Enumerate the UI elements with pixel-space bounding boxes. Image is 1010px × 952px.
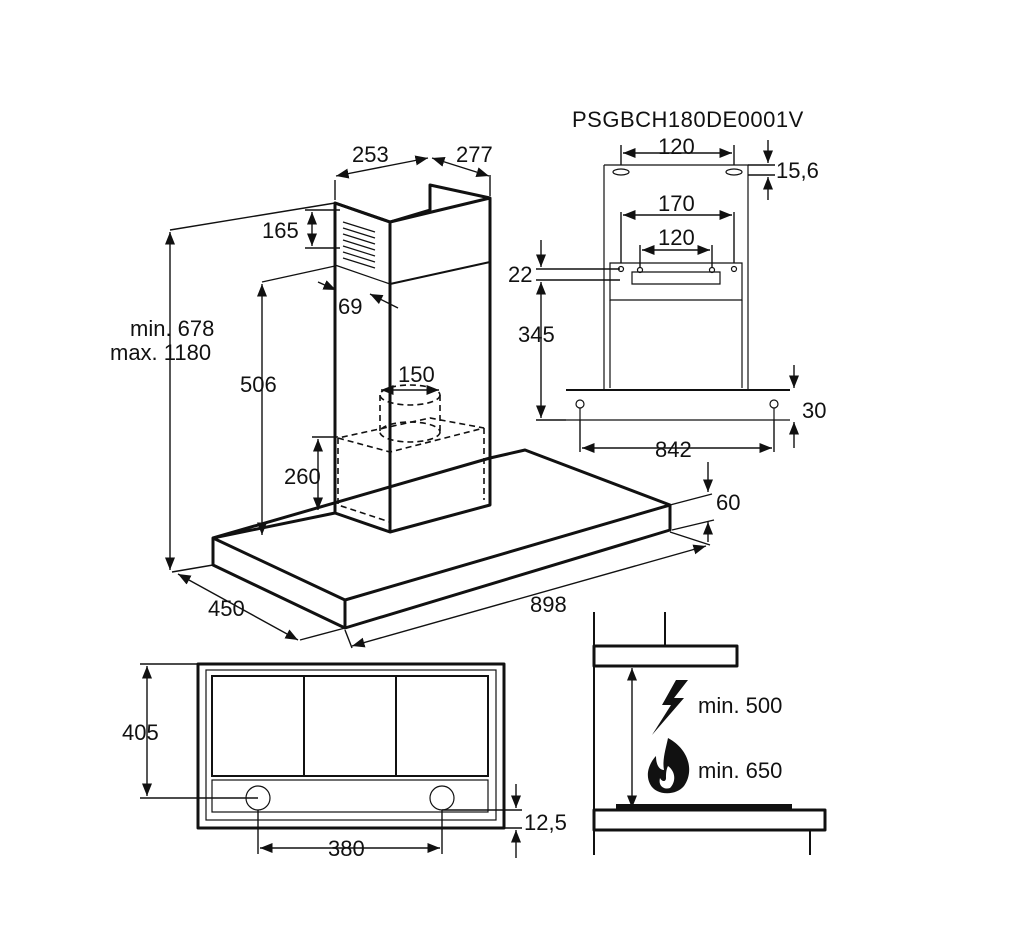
bottom-view: 405 380 12,5 [122,662,567,861]
motor-housing [337,384,485,524]
dim-top-offset: 15,6 [776,158,819,183]
canopy-top [211,448,672,602]
dim-mount-hole-spacing: 842 [655,437,692,462]
lightning-icon [652,680,688,735]
main-hood-view: 253 277 165 69 min. 678 max. 1180 506 15… [110,142,740,649]
chimney-side [389,196,492,534]
dim-bracket-height: 22 [508,262,532,287]
dim-outlet-diameter: 150 [398,362,435,387]
dim-chimney-width: 277 [456,142,493,167]
clearance-electric: min. 500 [698,693,782,718]
bracket-view: PSGBCH180DE0001V 120 15,6 170 [508,107,826,462]
dim-motor-height: 260 [284,464,321,489]
vent-grille [342,221,376,269]
dim-vent-offset: 69 [338,294,362,319]
dim-total-height-min: min. 678 [130,316,214,341]
dim-vent-height: 165 [262,218,299,243]
mount-hole-right [429,785,455,811]
dim-top-hole-spacing: 120 [658,134,695,159]
dim-bracket-to-mount: 345 [518,322,555,347]
dim-hole-spacing: 380 [328,836,365,861]
clearance-view: min. 500 min. 650 [592,612,827,855]
dim-hood-width: 898 [530,592,567,617]
dim-total-height-max: max. 1180 [110,340,211,365]
dim-hood-depth: 450 [208,596,245,621]
dim-hood-thickness: 60 [716,490,740,515]
dim-chimney-depth: 253 [352,142,389,167]
model-code: PSGBCH180DE0001V [572,107,804,132]
clearance-gas: min. 650 [698,758,782,783]
dim-depth: 405 [122,720,159,745]
flame-icon [647,738,690,794]
dim-hole-offset: 12,5 [524,810,567,835]
dim-bracket-hole-spacing: 120 [658,225,695,250]
dim-mount-offset: 30 [802,398,826,423]
dim-chimney-height: 506 [240,372,277,397]
dim-bracket-width: 170 [658,191,695,216]
